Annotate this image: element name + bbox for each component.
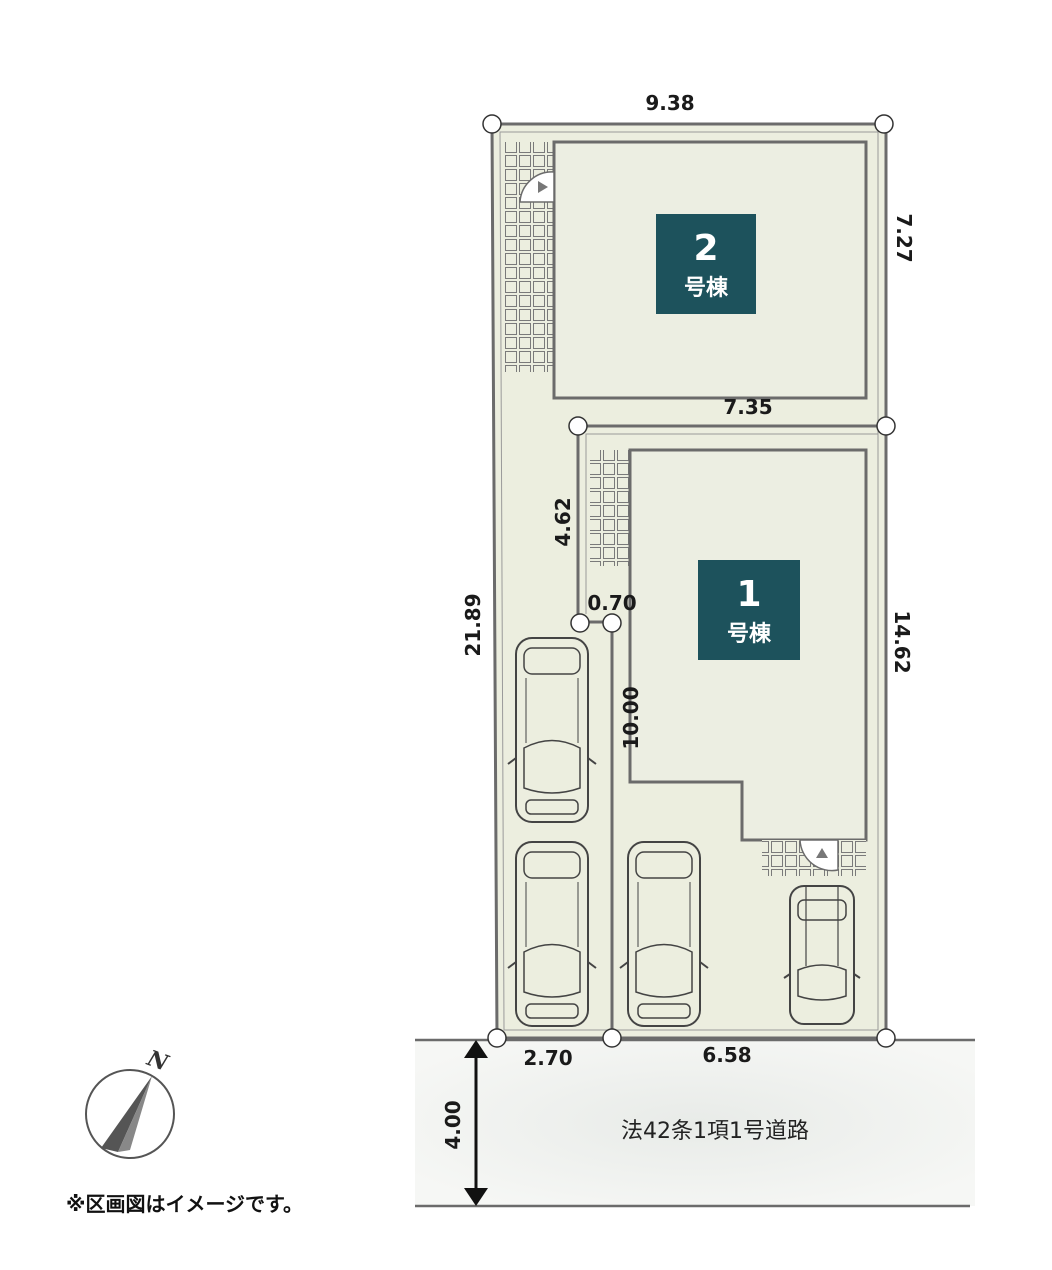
car-icon — [619, 841, 709, 1027]
dim-road-width: 4.00 — [441, 1100, 465, 1149]
dim-bottom-left: 2.70 — [523, 1046, 572, 1070]
corner-marker — [876, 416, 896, 436]
corner-marker — [874, 114, 894, 134]
dim-top: 9.38 — [645, 91, 694, 115]
building-2-label-box — [656, 214, 756, 314]
compass-north-label: N — [143, 1045, 173, 1077]
dim-inner-vertical: 10.00 — [619, 686, 643, 749]
dim-inner-left: 4.62 — [551, 497, 575, 546]
corner-markers — [482, 114, 896, 1048]
disclaimer-note: ※区画図はイメージです。 — [66, 1192, 304, 1216]
building-1-number: 1 — [736, 574, 761, 615]
car-icon — [783, 885, 861, 1025]
dim-right-upper: 7.27 — [892, 213, 916, 262]
building-2-label: 号棟 — [684, 275, 729, 301]
corner-marker — [570, 613, 590, 633]
lot-inner-line — [499, 131, 879, 1031]
dim-bottom-right: 6.58 — [702, 1043, 751, 1067]
road-area — [415, 1040, 975, 1206]
road-label: 法42条1項1号道路 — [621, 1119, 809, 1144]
corner-marker — [487, 1028, 507, 1048]
corner-marker — [602, 1028, 622, 1048]
lot-partition-inner — [585, 433, 878, 614]
compass-icon — [85, 1069, 175, 1159]
dim-gap: 0.70 — [587, 591, 636, 615]
building-1-label: 号棟 — [727, 621, 772, 647]
building-2-number: 2 — [693, 228, 718, 269]
tile-area-1a — [590, 450, 630, 566]
corner-marker — [602, 613, 622, 633]
dim-left: 21.89 — [461, 593, 485, 656]
car-icon — [507, 841, 597, 1027]
road-width-arrow — [464, 1040, 488, 1206]
entrance-icon-1 — [799, 839, 839, 872]
corner-marker — [482, 114, 502, 134]
entrance-icon-2 — [519, 171, 555, 203]
building-1-label-box — [698, 560, 800, 660]
dim-middle: 7.35 — [723, 395, 772, 419]
car-icon — [507, 637, 597, 823]
corner-marker — [876, 1028, 896, 1048]
dim-right-lower: 14.62 — [890, 610, 914, 673]
corner-marker — [568, 416, 588, 436]
